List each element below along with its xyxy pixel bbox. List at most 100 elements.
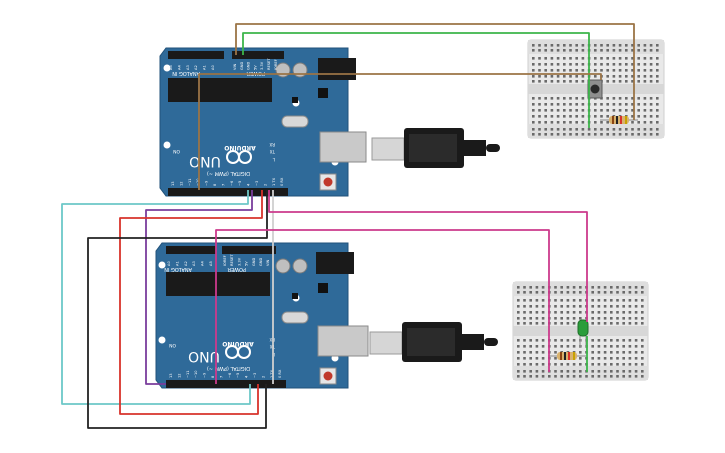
breadboard-top-hole: [656, 97, 659, 100]
breadboard-top-hole: [594, 63, 597, 66]
breadboard-top-hole: [581, 44, 585, 47]
breadboard-bottom-hole: [628, 305, 632, 308]
breadboard-bottom-hole: [597, 339, 601, 342]
breadboard-bottom-hole: [535, 322, 539, 325]
wire-purple[interactable]: [145, 190, 253, 385]
board-top-power-pin-label: IOREF: [274, 59, 278, 70]
breadboard-bottom-hole: [616, 363, 619, 366]
breadboard-top-hole: [550, 109, 554, 112]
breadboard-bottom-hole: [560, 286, 563, 289]
usb-cable-bottom[interactable]: [369, 322, 498, 362]
arduino-uno-top[interactable]: UNO ARDUINO ANALOG IN POWER DIGITAL (PWM…: [159, 47, 367, 197]
breadboard-bottom-hole: [591, 322, 594, 325]
wire-pink-led[interactable]: [215, 229, 550, 384]
breadboard-top-hole: [618, 80, 622, 83]
breadboard-top-hole: [556, 75, 560, 78]
breadboard-bottom-hole: [554, 311, 557, 314]
breadboard-bottom-hole: [554, 370, 557, 373]
breadboard-top-hole: [587, 133, 591, 136]
breadboard-bottom-hole: [554, 305, 557, 308]
breadboard-bottom-hole: [554, 357, 557, 360]
breadboard-bottom-hole: [591, 357, 594, 360]
pushbutton[interactable]: [587, 79, 603, 99]
breadboard-top-hole: [569, 103, 572, 106]
breadboard-bottom-hole: [597, 345, 601, 348]
wire-cyan[interactable]: [61, 190, 251, 405]
breadboard-top-hole: [612, 128, 616, 131]
wire-green-top[interactable]: [242, 32, 590, 128]
breadboard-bottom-hole: [566, 322, 570, 325]
wire-brown-top[interactable]: [235, 23, 635, 120]
breadboard-top-hole: [656, 69, 659, 72]
breadboard-top-hole: [575, 133, 578, 136]
breadboard-top-hole: [600, 115, 603, 118]
wire-red[interactable]: [119, 190, 263, 415]
breadboard-top-hole: [618, 69, 622, 72]
breadboard-top-hole: [649, 121, 653, 124]
breadboard-bottom-hole: [535, 339, 539, 342]
resistor-top[interactable]: [600, 116, 638, 124]
breadboard-top-hole: [625, 128, 628, 131]
breadboard-bottom-hole: [634, 339, 638, 342]
breadboard-bottom-hole: [535, 357, 539, 360]
breadboard-bottom-hole: [560, 305, 563, 308]
board-top-digital-pin-label: ~3: [255, 181, 259, 186]
resistor-bottom[interactable]: [548, 352, 586, 360]
arduino-uno-bottom[interactable]: UNO ARDUINO ANALOG IN POWER DIGITAL (PWM…: [155, 242, 369, 389]
breadboard-top-hole: [656, 121, 659, 124]
breadboard-bottom-hole: [591, 339, 594, 342]
breadboard-top-hole: [532, 44, 535, 47]
led-green[interactable]: [577, 319, 589, 348]
breadboard-bottom-hole: [634, 370, 638, 373]
breadboard-bottom-hole: [585, 375, 588, 378]
breadboard-top-hole: [563, 80, 566, 83]
breadboard-bottom-hole: [523, 291, 526, 294]
breadboard-top-hole: [643, 69, 647, 72]
breadboard-bottom-hole: [560, 370, 563, 373]
breadboard-bottom-hole: [597, 286, 601, 289]
breadboard-top-hole: [631, 128, 634, 131]
breadboard-bottom-hole: [597, 370, 601, 373]
breadboard-bottom-hole: [641, 322, 644, 325]
breadboard-top-hole: [563, 69, 566, 72]
breadboard-top-hole: [563, 109, 566, 112]
wire-pink-resistor[interactable]: [268, 190, 588, 322]
breadboard-bottom-hole: [566, 363, 570, 366]
breadboard-bottom-hole: [554, 363, 557, 366]
breadboard-bottom-hole: [616, 286, 619, 289]
board-top-tx-label: TX: [270, 149, 276, 154]
breadboard-bottom-hole: [572, 286, 576, 289]
board-top-brand: ARDUINO: [224, 144, 255, 151]
breadboard-bottom-hole: [572, 339, 576, 342]
breadboard-bottom-hole: [541, 311, 545, 314]
wire-brown-analog[interactable]: [198, 73, 602, 190]
breadboard-bottom-hole: [517, 322, 520, 325]
board-top-digital-pin-label: 2: [263, 184, 267, 186]
breadboard-top-hole: [631, 57, 634, 60]
breadboard-top-hole: [544, 63, 547, 66]
board-top-analog-pin-label: A3: [186, 65, 190, 70]
board-bottom-digital-pin-label: 7: [219, 376, 223, 378]
breadboard-top-hole: [656, 49, 659, 52]
board-bottom-digital-label: DIGITAL (PWM ~): [207, 365, 250, 371]
breadboard-bottom-hole: [541, 363, 545, 366]
breadboard-top-hole: [575, 80, 578, 83]
breadboard-bottom-hole: [610, 286, 613, 289]
breadboard-top-hole: [631, 49, 634, 52]
breadboard-bottom-hole: [610, 339, 613, 342]
breadboard-top-hole: [544, 115, 547, 118]
breadboard-top-hole: [612, 49, 616, 52]
breadboard-top-hole: [656, 75, 659, 78]
breadboard-bottom-hole: [610, 317, 613, 320]
breadboard-top-hole: [643, 103, 647, 106]
breadboard-top-hole: [606, 75, 609, 78]
breadboard-bottom-hole: [523, 375, 526, 378]
usb-port-top: [319, 131, 367, 163]
breadboard-bottom-hole: [523, 357, 526, 360]
breadboard-top-hole: [649, 49, 653, 52]
board-bottom-power-pin-label: 3.3V: [237, 257, 241, 266]
breadboard-bottom-hole: [566, 311, 570, 314]
usb-cable-top[interactable]: [371, 128, 500, 168]
breadboard-top-hole: [581, 80, 585, 83]
breadboard-top-hole: [625, 103, 628, 106]
